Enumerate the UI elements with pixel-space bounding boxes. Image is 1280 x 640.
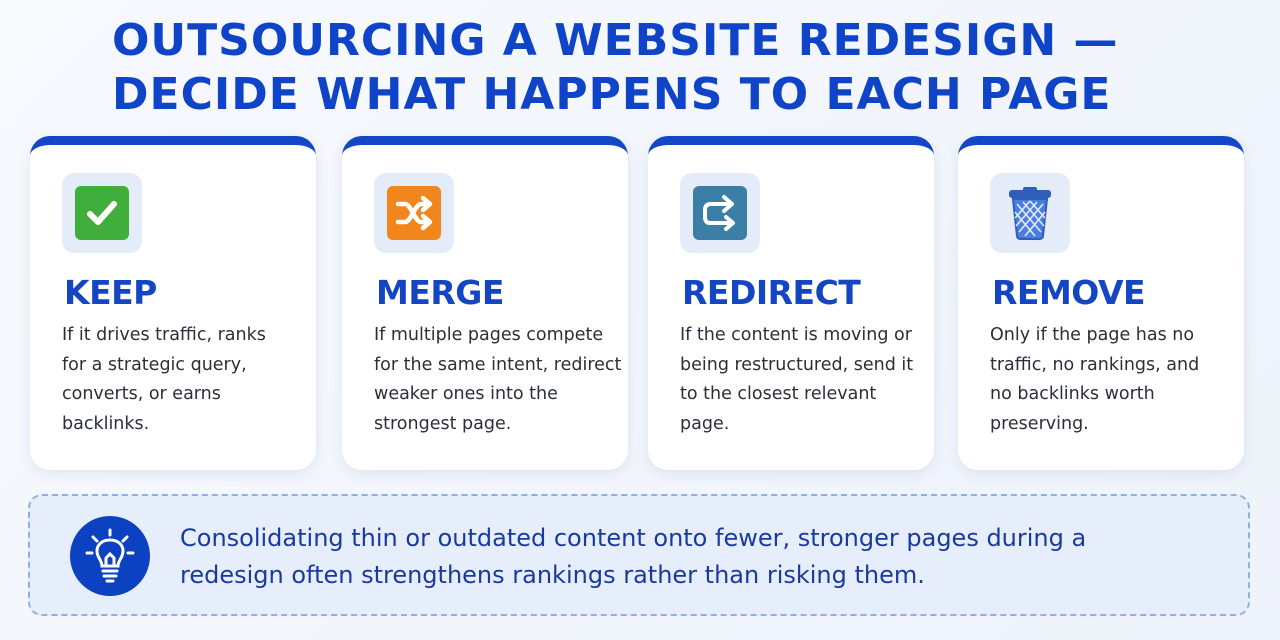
shuffle-icon <box>387 186 441 240</box>
card-body-line: converts, or earns <box>62 384 221 404</box>
card-heading-merge: MERGE <box>376 273 504 312</box>
card-body-line: If the content is moving or <box>680 325 912 345</box>
card-remove: REMOVE Only if the page has no traffic, … <box>958 136 1244 470</box>
card-body-line: being restructured, send it <box>680 354 914 375</box>
card-body-redirect: If the content is moving or being restru… <box>680 321 920 439</box>
tip-callout: Consolidating thin or outdated content o… <box>28 494 1250 616</box>
card-body-line: traffic, no rankings, and <box>990 354 1200 375</box>
keep-icon-box <box>62 173 142 253</box>
card-heading-keep: KEEP <box>64 273 157 312</box>
card-body-line: to the closest relevant <box>680 384 877 404</box>
card-body-line: weaker ones into the <box>374 384 558 404</box>
merge-icon-box <box>374 173 454 253</box>
card-body-line: backlinks. <box>62 413 150 434</box>
card-keep: KEEP If it drives traffic, ranks for a s… <box>30 136 316 470</box>
tip-text-line: redesign often strengthens rankings rath… <box>180 561 925 589</box>
card-redirect: REDIRECT If the content is moving or bei… <box>648 136 934 470</box>
card-heading-remove: REMOVE <box>992 273 1146 312</box>
page-title-line-1: OUTSOURCING A WEBSITE REDESIGN — <box>112 15 1119 66</box>
redirect-icon-box <box>680 173 760 253</box>
card-body-line: no backlinks worth <box>990 384 1155 404</box>
tip-text: Consolidating thin or outdated content o… <box>180 520 1220 594</box>
remove-icon-box <box>990 173 1070 253</box>
card-body-line: If it drives traffic, ranks <box>62 325 266 345</box>
lightbulb-icon <box>70 516 150 596</box>
card-body-line: for the same intent, redirect <box>374 354 622 375</box>
card-body-line: preserving. <box>990 413 1089 434</box>
card-body-line: for a strategic query, <box>62 354 247 375</box>
page-title: OUTSOURCING A WEBSITE REDESIGN — DECIDE … <box>112 14 1192 122</box>
card-body-line: page. <box>680 413 730 434</box>
card-heading-redirect: REDIRECT <box>682 273 861 312</box>
checkmark-icon <box>75 186 129 240</box>
card-body-remove: Only if the page has no traffic, no rank… <box>990 321 1230 439</box>
card-body-merge: If multiple pages compete for the same i… <box>374 321 622 439</box>
card-body-line: strongest page. <box>374 413 512 434</box>
card-body-line: If multiple pages compete <box>374 325 604 345</box>
page-title-line-2: DECIDE WHAT HAPPENS TO EACH PAGE <box>112 69 1112 120</box>
redirect-arrow-icon <box>693 186 747 240</box>
tip-text-line: Consolidating thin or outdated content o… <box>180 524 1087 552</box>
trash-bin-icon <box>1003 186 1057 240</box>
card-body-line: Only if the page has no <box>990 325 1195 345</box>
card-merge: MERGE If multiple pages compete for the … <box>342 136 628 470</box>
card-body-keep: If it drives traffic, ranks for a strate… <box>62 321 302 439</box>
